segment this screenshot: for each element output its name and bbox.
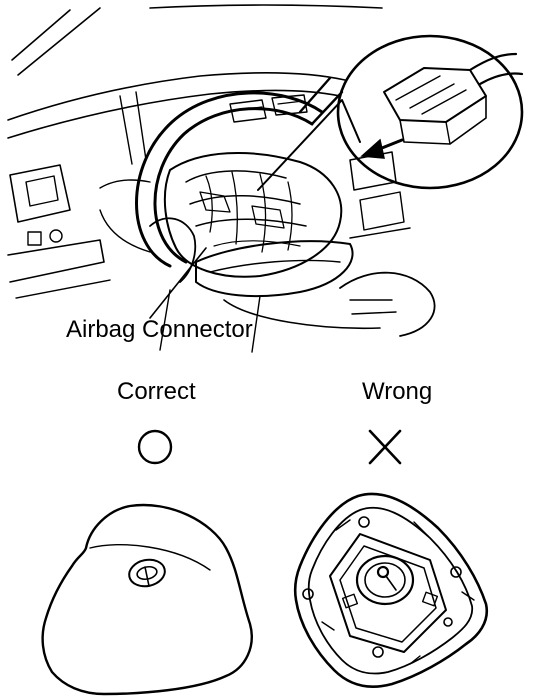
correct-label: Correct (117, 378, 196, 405)
callout-leader-line (149, 247, 207, 319)
wrong-label: Wrong (362, 378, 433, 405)
connector-detail-inset (257, 34, 524, 191)
dashboard-illustration (7, 4, 436, 353)
circle-icon (137, 429, 173, 465)
airbag-connector-label: Airbag Connector (66, 316, 253, 343)
airbag-pad-face-up (41, 503, 253, 696)
airbag-pad-face-down (293, 492, 489, 688)
cross-icon (368, 429, 402, 465)
